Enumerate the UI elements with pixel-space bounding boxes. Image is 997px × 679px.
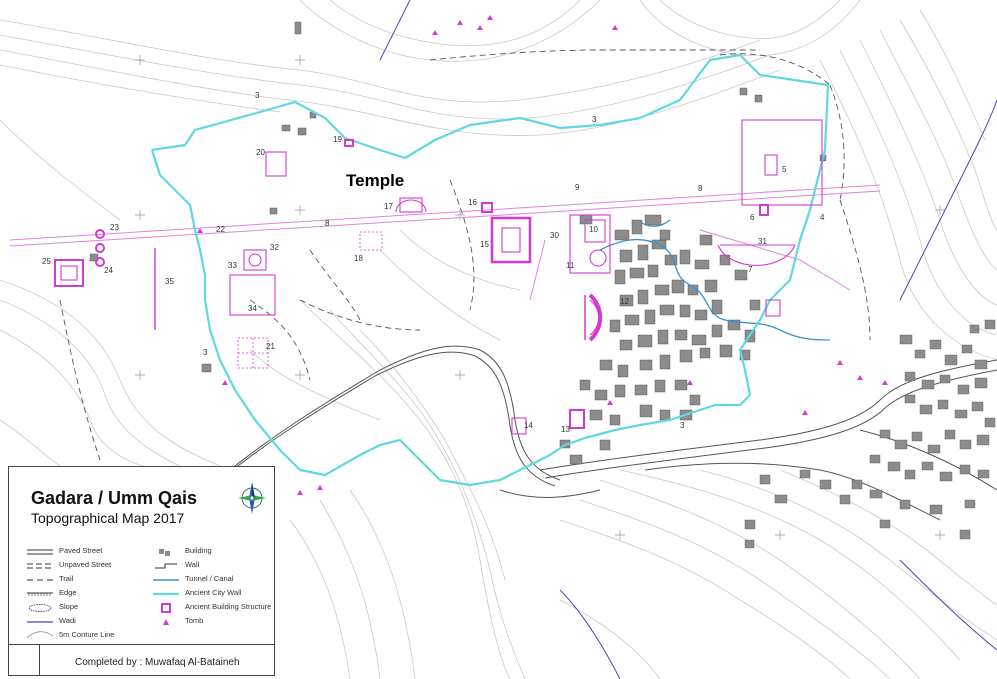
site-label: 24 [104, 266, 113, 275]
site-label: 10 [589, 225, 598, 234]
wadi-lines [379, 0, 997, 679]
site-label: 12 [620, 297, 629, 306]
slope-symbol [28, 604, 52, 612]
legend-label-slope: Slope [59, 602, 79, 611]
ancient-city-wall [150, 53, 830, 487]
modern-buildings [744, 319, 996, 549]
legend-label-wadi: Wadi [59, 616, 76, 625]
site-label: 11 [566, 261, 575, 270]
trail-symbol [27, 579, 53, 581]
site-label: 13 [561, 425, 570, 434]
site-label: 30 [550, 231, 559, 240]
site-label: 15 [480, 240, 489, 249]
map-legend: Gadara / Umm Qais Topographical Map 2017… [8, 466, 275, 676]
tunnel-canal [599, 219, 831, 341]
compass-rose-icon [238, 482, 266, 514]
unpaved-street-symbol [27, 563, 53, 569]
site-label: 22 [216, 225, 225, 234]
temple-label: Temple [346, 171, 404, 190]
site-label: 9 [575, 183, 580, 192]
site-label: 23 [110, 223, 119, 232]
ancient-structure-symbol [161, 603, 171, 613]
footer-divider [39, 645, 40, 676]
site-label: 4 [820, 213, 825, 222]
wadi-symbol [27, 621, 53, 623]
map-title: Gadara / Umm Qais [31, 488, 198, 508]
legend-label-contour-line: 5m Conture Line [59, 630, 115, 639]
building-symbol [159, 549, 170, 556]
site-label: 33 [228, 261, 237, 270]
site-label: 18 [354, 254, 363, 263]
legend-label-ancient-structure: Ancient Building Structure [185, 602, 272, 611]
site-label: 32 [270, 243, 279, 252]
ancient-structure-grid [237, 231, 383, 369]
site-label: 3 [592, 115, 597, 124]
site-label: 19 [333, 135, 342, 144]
legend-label-wall: Wall [185, 560, 200, 569]
site-label: 34 [248, 304, 257, 313]
author-credit: Completed by : Muwafaq Al-Bataineh [75, 657, 240, 668]
legend-label-building: Building [185, 546, 212, 555]
roads [224, 345, 997, 521]
site-label: 20 [256, 148, 265, 157]
legend-label-ancient-city-wall: Ancient City Wall [185, 588, 242, 597]
site-label: 16 [468, 198, 477, 207]
legend-label-unpaved-street: Unpaved Street [59, 560, 112, 569]
site-label: 6 [750, 213, 755, 222]
site-label: 17 [384, 202, 393, 211]
site-label: 3 [680, 421, 685, 430]
contour-line-symbol [27, 631, 53, 639]
site-label: 31 [758, 237, 767, 246]
legend-label-tomb: Tomb [185, 616, 204, 625]
legend-label-paved-street: Paved Street [59, 546, 103, 555]
site-label: 25 [42, 257, 51, 266]
tomb-markers [197, 15, 888, 495]
tunnel-canal-symbol [153, 579, 179, 581]
tomb-symbol [163, 619, 169, 625]
site-label: 14 [524, 421, 533, 430]
ancient-city-buildings [89, 21, 827, 465]
site-label: 5 [782, 165, 787, 174]
legend-label-tunnel-canal: Tunnel / Canal [185, 574, 234, 583]
edge-symbol [27, 592, 53, 596]
site-labels: 3 3 3 3 4 5 6 7 8 8 9 10 11 12 13 14 15 … [42, 91, 825, 434]
ancient-structures [54, 119, 823, 435]
main-street [9, 184, 881, 301]
map-subtitle: Topographical Map 2017 [31, 510, 185, 526]
wall-symbol [155, 563, 177, 569]
site-label: 3 [255, 91, 260, 100]
site-label: 35 [165, 277, 174, 286]
site-label: 3 [203, 348, 208, 357]
grid-crosses [135, 55, 945, 540]
site-label: 8 [325, 219, 330, 228]
site-label: 7 [748, 265, 753, 274]
legend-footer: Completed by : Muwafaq Al-Bataineh [9, 644, 274, 676]
site-label: 8 [698, 184, 703, 193]
legend-label-trail: Trail [59, 574, 74, 583]
legend-label-edge: Edge [59, 588, 77, 597]
ancient-city-wall-symbol [153, 592, 179, 596]
site-label: 21 [266, 342, 275, 351]
paved-street-symbol [27, 549, 53, 555]
